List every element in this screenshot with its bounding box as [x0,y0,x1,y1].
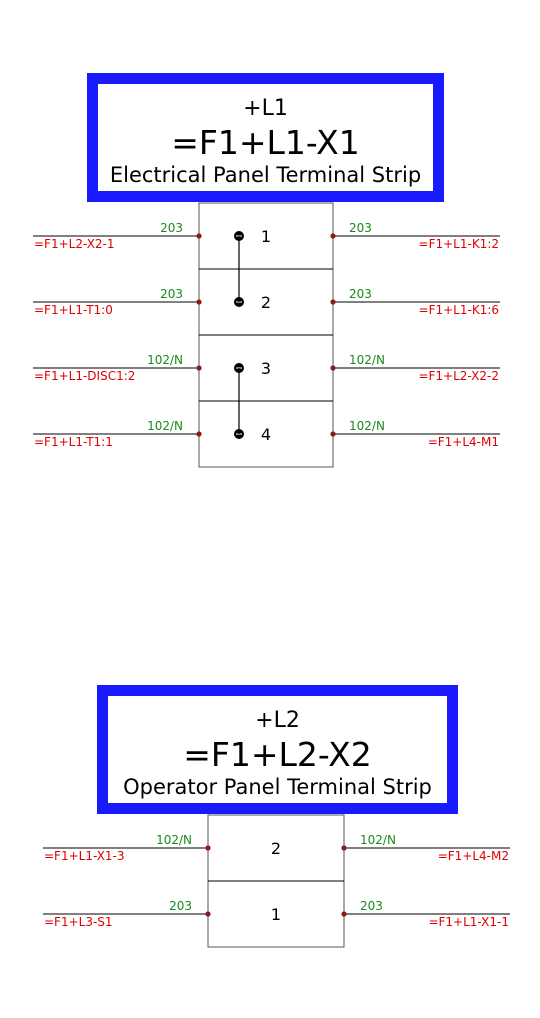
left-connection-dot [205,911,211,917]
left-destination: =F1+L3-S1 [44,915,113,929]
right-wire-number: 203 [360,899,383,913]
left-wire-number: 203 [160,287,183,301]
left-destination: =F1+L1-T1:1 [34,435,113,449]
terminal-number: 1 [261,227,271,246]
left-connection-dot [196,431,202,437]
right-destination: =F1+L4-M1 [428,435,499,449]
terminal-number: 4 [261,425,271,444]
right-connection-dot [330,431,336,437]
location-label: +L1 [243,96,288,121]
left-destination: =F1+L2-X2-1 [34,237,115,251]
terminal-number: 1 [271,905,281,924]
left-wire-number: 102/N [156,833,192,847]
right-connection-dot [330,233,336,239]
right-wire-number: 102/N [360,833,396,847]
strip-tag: =F1+L1-X1 [171,123,360,162]
location-label: +L2 [255,708,300,733]
right-connection-dot [341,845,347,851]
left-wire-number: 102/N [147,419,183,433]
right-connection-dot [330,299,336,305]
right-connection-dot [341,911,347,917]
left-wire-number: 102/N [147,353,183,367]
terminal-number: 2 [271,839,281,858]
right-destination: =F1+L2-X2-2 [418,369,499,383]
right-wire-number: 102/N [349,353,385,367]
left-connection-dot [196,299,202,305]
left-wire-number: 203 [169,899,192,913]
terminal-strip-1 [33,202,500,468]
left-destination: =F1+L1-X1-3 [44,849,125,863]
strip-tag: =F1+L2-X2 [183,735,372,774]
terminal-number: 2 [261,293,271,312]
right-connection-dot [330,365,336,371]
left-destination: =F1+L1-DISC1:2 [34,369,135,383]
terminal-strip-header-l2: +L2 =F1+L2-X2 Operator Panel Terminal St… [97,685,458,814]
right-destination: =F1+L4-M2 [438,849,509,863]
left-wire-number: 203 [160,221,183,235]
right-wire-number: 203 [349,221,372,235]
terminal-strip-2 [43,814,510,948]
left-destination: =F1+L1-T1:0 [34,303,113,317]
terminal-number: 3 [261,359,271,378]
right-wire-number: 203 [349,287,372,301]
right-destination: =F1+L1-K1:6 [419,303,499,317]
terminal-strip-header-l1: +L1 =F1+L1-X1 Electrical Panel Terminal … [87,73,444,202]
right-destination: =F1+L1-X1-1 [428,915,509,929]
right-wire-number: 102/N [349,419,385,433]
right-destination: =F1+L1-K1:2 [419,237,499,251]
left-connection-dot [196,365,202,371]
strip-description: Operator Panel Terminal Strip [123,775,432,799]
left-connection-dot [205,845,211,851]
strip-description: Electrical Panel Terminal Strip [109,163,422,187]
left-connection-dot [196,233,202,239]
